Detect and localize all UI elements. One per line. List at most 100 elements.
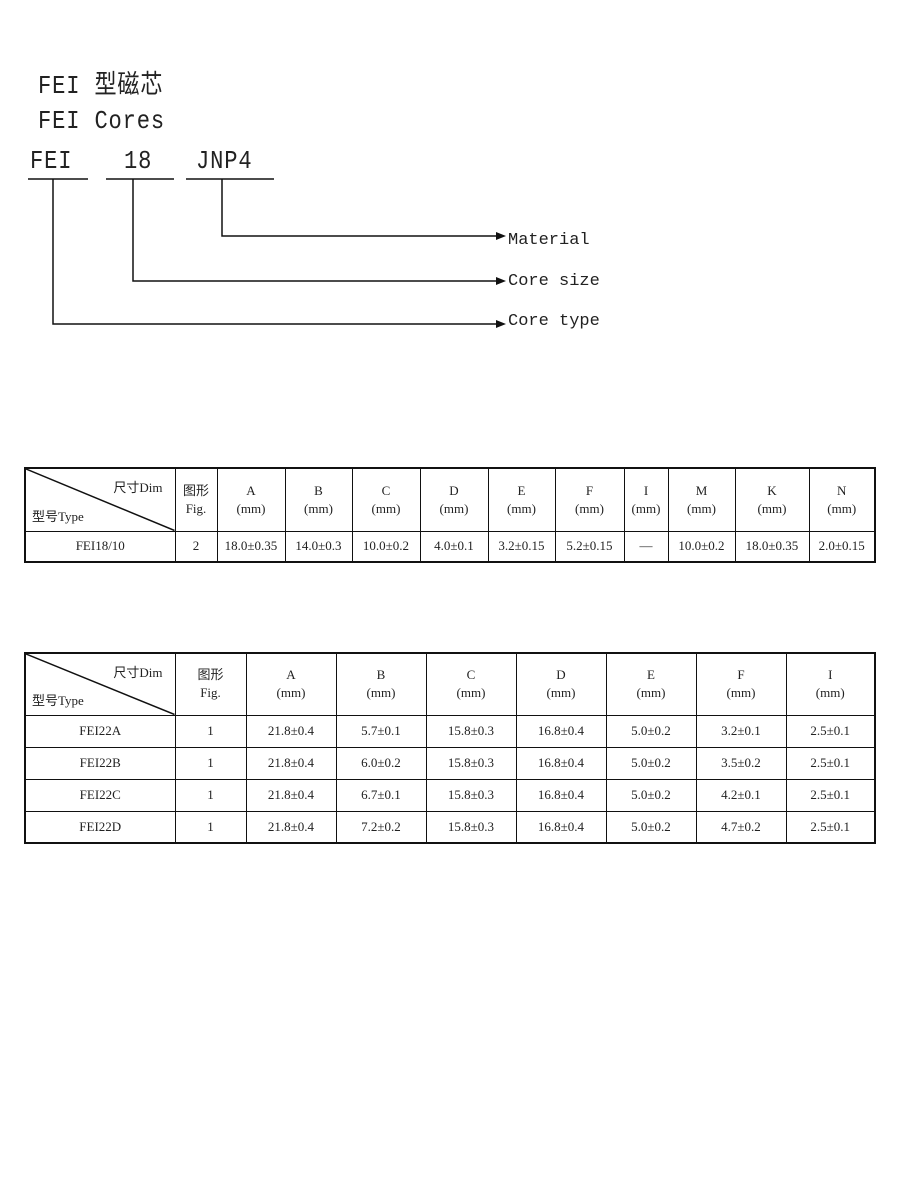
column-unit: (mm) — [757, 500, 787, 516]
value-cell: 10.0±0.2 — [351, 530, 421, 563]
column-unit: (mm) — [815, 685, 845, 701]
value-cell: 2.5±0.1 — [785, 714, 876, 748]
column-unit: (mm) — [276, 685, 306, 701]
column-header: B(mm) — [335, 652, 427, 716]
column-unit: (mm) — [507, 500, 536, 516]
column-unit: (mm) — [304, 500, 333, 516]
value-cell: 16.8±0.4 — [515, 714, 607, 748]
column-unit: (mm) — [687, 500, 716, 516]
column-name: I — [828, 667, 833, 683]
column-unit: (mm) — [631, 500, 661, 516]
column-header: A (mm) — [245, 652, 337, 716]
value-cell: 5.0±0.2 — [605, 778, 697, 812]
code-material: JNP4 — [196, 146, 253, 176]
label-material: Material — [508, 231, 590, 250]
column-name: I — [643, 482, 649, 498]
value-cell: 6.0±0.2 — [335, 746, 427, 780]
column-unit: (mm) — [726, 685, 756, 701]
column-name: F — [737, 667, 745, 683]
value-cell: 15.8±0.3 — [425, 714, 517, 748]
title-en: FEI Cores — [38, 106, 166, 136]
column-header: D(mm) — [419, 467, 489, 532]
type-cell: FEI22C — [24, 778, 176, 812]
column-header: C(mm) — [425, 652, 517, 716]
value-cell: 18.0±0.35 — [734, 530, 810, 563]
column-unit: (mm) — [636, 685, 666, 701]
value-cell: 2.5±0.1 — [785, 778, 876, 812]
column-header: K(mm) — [734, 467, 810, 532]
value-cell: 16.8±0.4 — [515, 778, 607, 812]
corner-header: 尺寸Dim 型号Type — [24, 467, 176, 532]
value-cell: 5.7±0.1 — [335, 714, 427, 748]
fig-en: Fig. — [200, 685, 221, 701]
column-name: M — [695, 482, 708, 498]
value-cell: 21.8±0.4 — [245, 810, 337, 844]
fig-cn: 图形 — [197, 667, 224, 683]
column-name: A — [286, 667, 296, 683]
column-unit: (mm) — [366, 685, 396, 701]
value-cell: 15.8±0.3 — [425, 746, 517, 780]
value-cell: 21.8±0.4 — [245, 746, 337, 780]
value-cell: 21.8±0.4 — [245, 778, 337, 812]
column-unit: (mm) — [546, 685, 576, 701]
fig-cell: 2 — [174, 530, 218, 563]
column-header: I (mm) — [623, 467, 669, 532]
corner-type: 型号Type — [32, 692, 84, 708]
column-name: E — [517, 482, 526, 498]
code-diagram — [28, 178, 506, 328]
value-cell: 16.8±0.4 — [515, 810, 607, 844]
column-header: F(mm) — [554, 467, 625, 532]
type-cell: FEI18/10 — [24, 530, 176, 563]
column-header: A(mm) — [216, 467, 286, 532]
code-size: 18 — [124, 146, 153, 176]
corner-type: 型号Type — [32, 508, 84, 524]
value-cell: 2.5±0.1 — [785, 746, 876, 780]
value-cell: 16.8±0.4 — [515, 746, 607, 780]
value-cell: 5.2±0.15 — [554, 530, 625, 563]
value-cell: 3.2±0.1 — [695, 714, 787, 748]
value-cell: 2.0±0.15 — [808, 530, 876, 563]
value-cell: 4.0±0.1 — [419, 530, 489, 563]
value-cell: 4.7±0.2 — [695, 810, 787, 844]
value-cell: — — [623, 530, 669, 563]
column-name: E — [647, 667, 655, 683]
column-name: C — [466, 667, 476, 683]
corner-dim: 尺寸Dim — [113, 665, 163, 680]
value-cell: 5.0±0.2 — [605, 810, 697, 844]
column-header: N (mm) — [808, 467, 876, 532]
value-cell: 5.0±0.2 — [605, 746, 697, 780]
column-unit: (mm) — [575, 500, 604, 516]
corner-dim: 尺寸Dim — [113, 480, 163, 495]
corner-header: 尺寸Dim 型号Type — [24, 652, 176, 716]
fig-en: Fig. — [185, 500, 207, 516]
value-cell: 15.8±0.3 — [425, 810, 517, 844]
column-unit: (mm) — [236, 500, 266, 516]
column-header: C(mm) — [351, 467, 421, 532]
column-unit: (mm) — [827, 500, 857, 516]
value-cell: 7.2±0.2 — [335, 810, 427, 844]
value-cell: 10.0±0.2 — [667, 530, 736, 563]
type-cell: FEI22D — [24, 810, 176, 844]
value-cell: 3.2±0.15 — [487, 530, 556, 563]
column-unit: (mm) — [371, 500, 401, 516]
diagonal-line — [26, 469, 175, 531]
fig-cell: 1 — [174, 810, 247, 844]
column-name: D — [449, 482, 459, 498]
label-core-type: Core type — [508, 312, 600, 331]
column-header: B(mm) — [284, 467, 353, 532]
value-cell: 14.0±0.3 — [284, 530, 353, 563]
value-cell: 4.2±0.1 — [695, 778, 787, 812]
column-name: N — [837, 482, 847, 498]
column-header: E (mm) — [605, 652, 697, 716]
column-header: F (mm) — [695, 652, 787, 716]
column-header: E (mm) — [487, 467, 556, 532]
